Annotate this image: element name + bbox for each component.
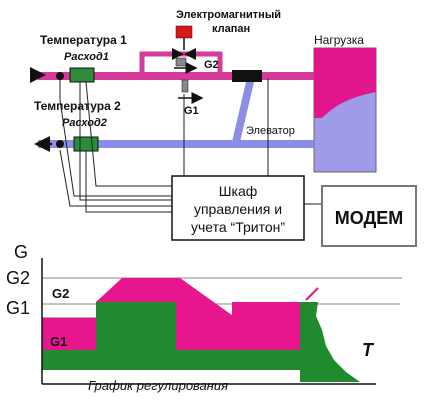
control-cabinet — [171, 175, 305, 241]
chart-y-axis-label: G — [14, 242, 28, 262]
elevator-label: Элеватор — [246, 125, 295, 137]
flow2-label: Расход2 — [62, 117, 107, 129]
temp2-label: Температура 2 — [34, 99, 121, 113]
g1-flowmeter — [178, 79, 204, 104]
cabinet-line2: управления и — [194, 201, 282, 217]
valve-label-line1: Электромагнитный — [176, 9, 281, 21]
load-label: Нагрузка — [314, 33, 364, 47]
cabinet-line1: Шкаф — [219, 183, 258, 199]
cabinet-line3: учета “Тритон” — [191, 219, 285, 235]
chart-g1-inner: G1 — [50, 334, 67, 349]
modem-label: МОДЕМ — [335, 208, 404, 228]
chart-g2-tick: G2 — [6, 268, 30, 288]
modem-box — [321, 185, 417, 247]
elevator — [232, 70, 262, 142]
chart-caption: График регулирования — [88, 378, 228, 393]
chart-x-axis-label: T — [362, 340, 375, 360]
chart-g1-tick: G1 — [6, 298, 30, 318]
solenoid-valve — [172, 25, 196, 60]
regulation-chart — [41, 258, 402, 385]
g2-flowmeter — [174, 57, 198, 74]
chart-g2-inner: G2 — [52, 286, 69, 301]
temp1-label: Температура 1 — [40, 33, 127, 47]
sensor-supply — [56, 67, 95, 83]
flow1-label: Расход1 — [64, 51, 109, 63]
g2-pipe-label: G2 — [204, 59, 219, 71]
valve-label-line2: клапан — [212, 23, 250, 35]
g1-pipe-label: G1 — [184, 105, 199, 117]
load-block — [313, 47, 377, 173]
signal-wires — [59, 78, 322, 213]
return-pipe — [38, 140, 314, 148]
